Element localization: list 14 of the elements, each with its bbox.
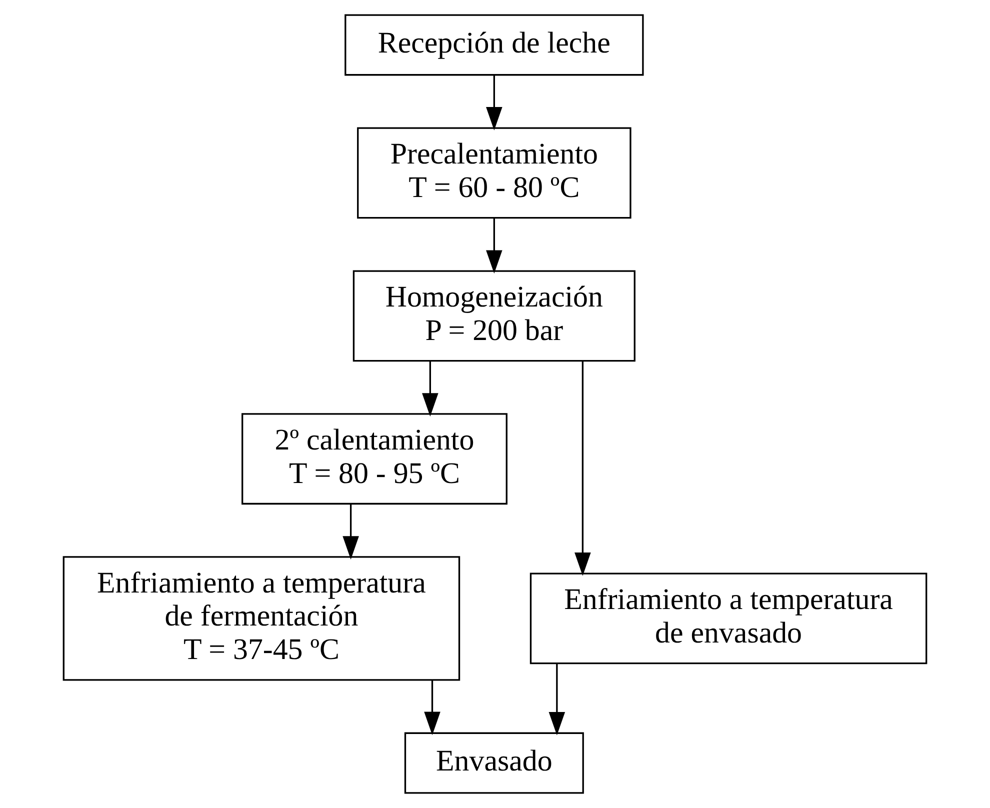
node-box: Homogeneización P = 200 bar <box>352 270 636 362</box>
node-box: Precalentamiento T = 60 - 80 ºC <box>357 127 632 219</box>
arrow <box>548 663 566 736</box>
node-box: Recepción de leche <box>344 14 644 76</box>
arrow <box>574 361 591 576</box>
node-box: Enfriamiento a temperatura de envasado <box>530 572 928 664</box>
arrow <box>424 680 440 736</box>
arrow <box>486 75 502 130</box>
node-box: Envasado <box>404 732 584 794</box>
arrow <box>486 218 502 274</box>
arrow <box>422 361 438 416</box>
node-box: 2º calentamiento T = 80 - 95 ºC <box>242 413 508 505</box>
arrow <box>342 504 359 560</box>
node-box: Enfriamiento a temperatura de fermentación T = 37-45 ºC <box>62 556 460 681</box>
